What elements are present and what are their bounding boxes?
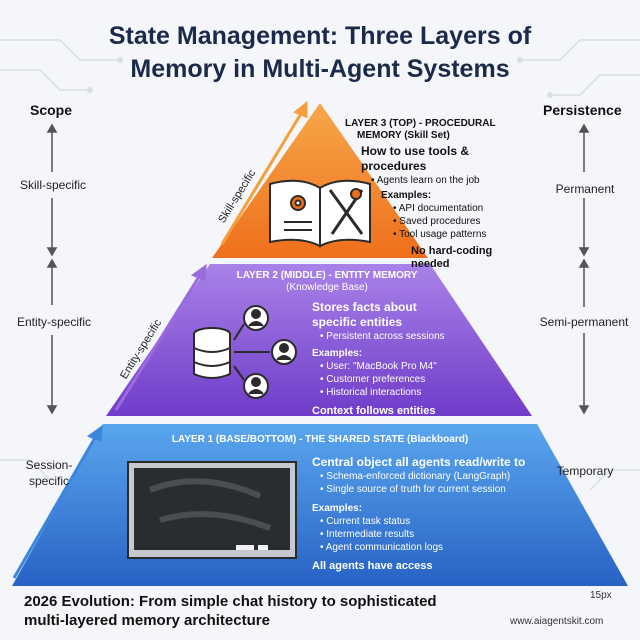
footer-note: 15px xyxy=(590,590,612,601)
scope-skill-label: Skill-specific xyxy=(19,178,86,192)
scope-session-label: Session- specific xyxy=(25,458,73,488)
layer3-bullet: Agents learn on the job xyxy=(371,174,515,187)
session-diagonal-arrow xyxy=(12,435,98,579)
layer3-text: LAYER 3 (TOP) - PROCEDURAL MEMORY (Skill… xyxy=(345,118,515,271)
layer3-example: Saved procedures xyxy=(393,215,515,228)
layer2-text: Stores facts about specific entities Per… xyxy=(312,300,492,418)
layer1-header: LAYER 1 (BASE/BOTTOM) - THE SHARED STATE… xyxy=(171,434,469,445)
persistence-temporary-label: Temporary xyxy=(556,464,614,478)
layer3-header-sub: MEMORY (Skill Set) xyxy=(357,130,450,141)
layer3-example: API documentation xyxy=(393,202,515,215)
scope-entity-label: Entity-specific xyxy=(16,315,92,329)
persistence-heading: Persistence xyxy=(543,102,622,118)
persistence-semi-label: Semi-permanent xyxy=(539,315,629,329)
layer3-shape xyxy=(212,103,428,258)
skill-arrowhead-icon xyxy=(293,100,308,119)
layer2-example: Historical interactions xyxy=(320,386,492,399)
layer2-headline: Stores facts about xyxy=(312,300,417,314)
layer1-text: Central object all agents read/write to … xyxy=(312,455,542,573)
layer1-example: Current task status xyxy=(320,515,542,528)
footer-caption: 2026 Evolution: From simple chat history… xyxy=(24,593,437,629)
layer3-example: Tool usage patterns xyxy=(393,228,515,241)
layer2-footer: Context follows entities xyxy=(312,405,436,417)
layer1-example: Agent communication logs xyxy=(320,541,542,554)
layer2-bullet: Persistent across sessions xyxy=(320,330,492,343)
layer3-footer: No hard-coding needed xyxy=(411,245,493,270)
layer3-headline: How to use tools & procedures xyxy=(361,144,469,173)
layer3-header: LAYER 3 (TOP) - PROCEDURAL xyxy=(345,118,496,129)
site-url: www.aiagentskit.com xyxy=(510,616,604,627)
page-title: State Management: Three Layers of Memory… xyxy=(108,22,532,83)
session-arrowhead-icon xyxy=(86,424,103,443)
layer1-example: Intermediate results xyxy=(320,528,542,541)
layer1-bullet: Single source of truth for current sessi… xyxy=(320,483,542,496)
persistence-permanent-label: Permanent xyxy=(555,182,615,196)
database-people-icon xyxy=(193,305,297,399)
layer2-example: Customer preferences xyxy=(320,373,492,386)
chalkboard-icon xyxy=(127,461,297,559)
layer1-headline: Central object all agents read/write to xyxy=(312,455,526,469)
entity-arrowhead-icon xyxy=(190,263,207,282)
scope-heading: Scope xyxy=(30,102,73,118)
layer2-headline-2: specific entities xyxy=(312,315,403,329)
layer1-examples-label: Examples: xyxy=(312,503,363,514)
layer2-example: User: "MacBook Pro M4" xyxy=(320,360,492,373)
entity-diagonal-arrow xyxy=(114,274,202,411)
layer1-footer: All agents have access xyxy=(312,560,433,572)
layer2-header: LAYER 2 (MIDDLE) - ENTITY MEMORY (Knowle… xyxy=(236,270,418,293)
layer1-bullet: Schema-enforced dictionary (LangGraph) xyxy=(320,470,542,483)
book-tools-icon xyxy=(269,179,371,248)
layer3-examples-label: Examples: xyxy=(381,190,432,201)
skill-diagonal-arrow xyxy=(220,111,304,245)
layer2-examples-label: Examples: xyxy=(312,348,363,359)
